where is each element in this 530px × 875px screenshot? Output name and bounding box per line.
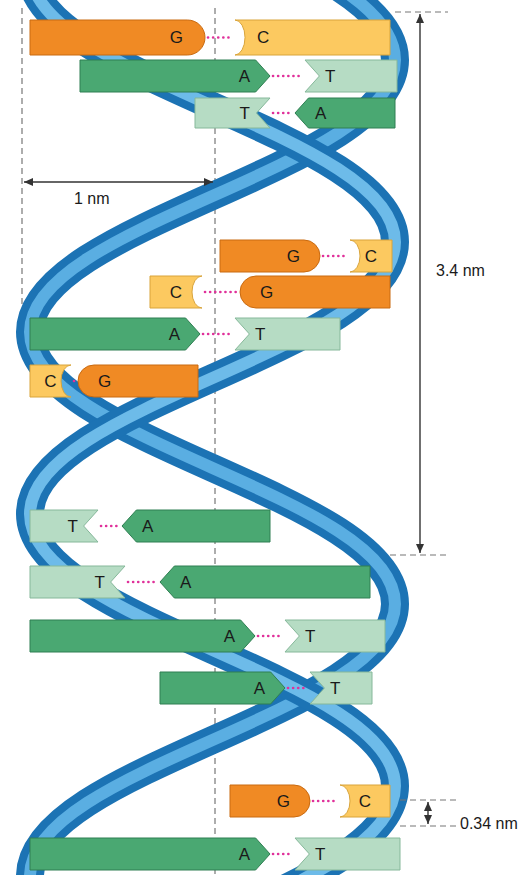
base-letter: A [142,518,153,535]
base-letter: G [260,284,273,301]
hydrogen-bond [203,333,232,336]
thymine-base: T [235,318,340,350]
thymine-base: T [285,620,385,652]
hydrogen-bond [323,255,347,258]
base-letter: G [170,29,183,46]
base-letter: C [44,373,56,390]
thymine-base: T [30,566,125,598]
base-letter: G [277,793,290,810]
base-letter: C [365,248,377,265]
thymine-base: T [195,98,270,128]
base-letter: C [359,793,371,810]
dimension-tick [395,11,448,12]
base-shape [160,566,370,598]
dimension-label: 3.4 nm [434,262,487,280]
base-shape [30,620,255,652]
guanine-base: G [78,365,198,397]
thymine-base: T [305,60,397,92]
base-shape [30,566,125,598]
base-letter: T [305,628,315,645]
cytosine-base: C [340,785,390,817]
thymine-base: T [30,510,98,542]
base-shape [305,60,397,92]
base-letter: A [239,846,250,863]
base-letter: G [287,248,300,265]
thymine-base: T [295,838,400,870]
hydrogen-bond [205,291,237,294]
hydrogen-bond [128,581,157,584]
base-letter: T [240,105,250,122]
dimension-arrow [419,14,420,553]
base-letter: T [255,326,265,343]
base-letter: T [68,518,78,535]
guanine-base: G [240,276,390,308]
guanine-base: G [30,20,205,55]
base-letter: G [98,373,111,390]
base-letter: C [257,29,269,46]
base-shape [230,785,310,817]
adenine-base: A [30,838,270,870]
base-shape [235,318,340,350]
adenine-base: A [160,672,285,704]
base-letter: T [315,846,325,863]
hydrogen-bond [313,800,337,803]
cytosine-base: C [350,240,392,272]
adenine-base: A [30,318,200,350]
base-letter: A [169,326,180,343]
base-letter: A [180,574,191,591]
base-shape [285,620,385,652]
base-letter: A [224,628,235,645]
guanine-base: G [220,240,320,272]
base-shape [160,672,285,704]
base-letter: T [330,680,340,697]
hydrogen-bond [273,853,292,856]
dimension-label: 1 nm [72,190,112,208]
base-shape [310,672,372,704]
hydrogen-bond [74,380,75,383]
dimension-tick [390,554,448,555]
base-letter: T [95,574,105,591]
hydrogen-bond [101,525,119,528]
thymine-base: T [310,672,372,704]
dimension-tick [400,825,456,826]
adenine-base: A [80,60,270,92]
adenine-base: A [30,620,255,652]
base-shape [78,365,198,397]
dimension-arrow [24,181,213,182]
dimension-arrow [427,802,428,824]
hydrogen-bond [288,687,307,690]
adenine-base: A [122,510,270,542]
hydrogen-bond [258,635,282,638]
base-letter: A [254,680,265,697]
base-letter: T [325,68,335,85]
hydrogen-bond [208,36,232,39]
base-letter: C [170,284,182,301]
guide-line [21,8,22,340]
hydrogen-bond [273,75,302,78]
base-shape [195,98,270,128]
base-shape [295,98,395,128]
base-letter: A [315,105,326,122]
hydrogen-bond [273,112,292,115]
dimension-label: 0.34 nm [458,815,520,833]
base-letter: A [239,68,250,85]
base-shape [295,838,400,870]
guanine-base: G [230,785,310,817]
base-shape [30,838,270,870]
adenine-base: A [160,566,370,598]
cytosine-base: C [30,365,71,397]
sugar-phosphate-backbone [30,0,395,875]
adenine-base: A [295,98,395,128]
base-shape [30,510,98,542]
base-shape [220,240,320,272]
cytosine-base: C [235,20,390,55]
dimension-tick [400,799,456,800]
cytosine-base: C [150,276,202,308]
